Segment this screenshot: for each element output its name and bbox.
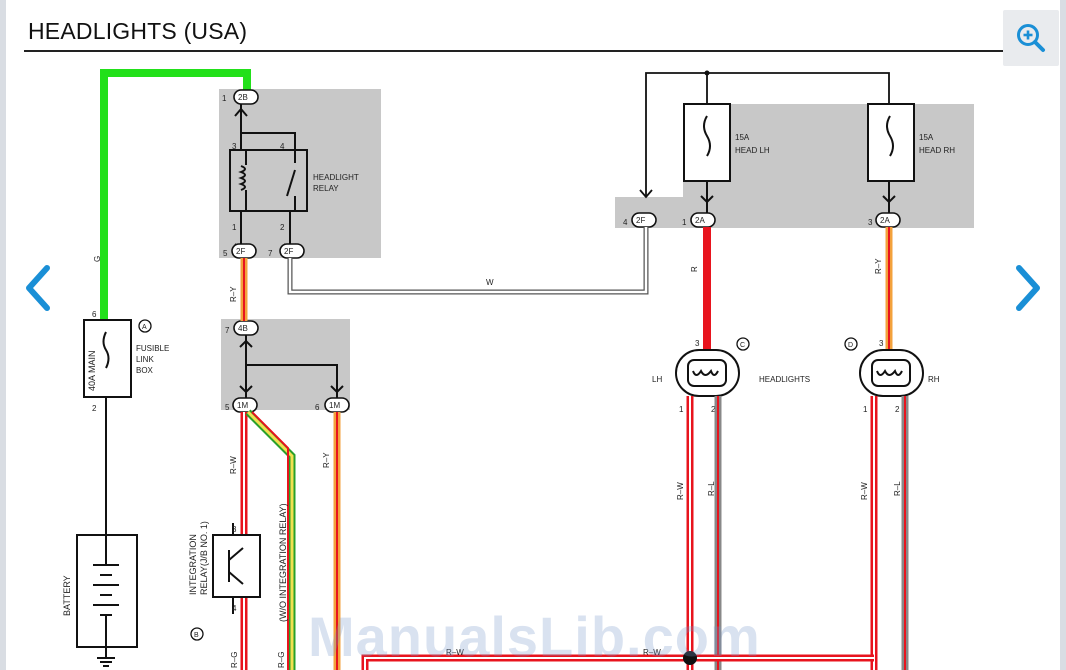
pin-1m-6: 6 xyxy=(315,403,320,412)
integration-relay-label-1: INTEGRATION xyxy=(188,534,198,595)
headlight-lh xyxy=(675,349,740,397)
battery-label: BATTERY xyxy=(62,575,72,616)
junction-internals xyxy=(239,335,344,398)
fusible-link-label-2: LINK xyxy=(136,355,154,364)
wire-code-rw-1: R–W xyxy=(229,456,238,474)
fuse-feed xyxy=(639,72,890,199)
pin-lh-3: 3 xyxy=(695,339,700,348)
next-page-button[interactable] xyxy=(1008,258,1048,318)
wire-code-rl-rh: R–L xyxy=(893,481,902,496)
wire-code-ry-3: R–Y xyxy=(874,258,883,274)
connector-2b-label: 2B xyxy=(238,93,248,102)
connector-2a-3-label: 2A xyxy=(880,216,890,225)
pin-rh-3: 3 xyxy=(879,339,884,348)
connector-4b-label: 4B xyxy=(238,324,248,333)
circle-b-label: B xyxy=(194,632,199,639)
fuse-main-label: 40A MAIN xyxy=(87,350,97,391)
connector-2f-7-label: 2F xyxy=(284,247,293,256)
fuse-lh-label-1: 15A xyxy=(735,133,750,142)
pin-fl-2: 2 xyxy=(92,404,97,413)
splice-point xyxy=(683,651,697,665)
fuse-lh-label-2: HEAD LH xyxy=(735,146,770,155)
wire-code-rw-b1: R–W xyxy=(446,648,464,657)
circle-d-label: D xyxy=(848,342,853,349)
right-edge xyxy=(1060,0,1066,670)
integration-relay-label-2: RELAY(J/B NO. 1) xyxy=(199,521,209,595)
pin-relay-4: 4 xyxy=(280,142,285,151)
fuse-block xyxy=(683,104,974,228)
pin-ir-4: 4 xyxy=(232,604,237,613)
pin-rh-1: 1 xyxy=(863,405,868,414)
wire-code-rw-lh: R–W xyxy=(676,482,685,500)
green-wire xyxy=(100,69,251,322)
wire-code-g: G xyxy=(93,256,102,262)
pin-lh-1: 1 xyxy=(679,405,684,414)
watermark: ManualsLib.com xyxy=(308,605,761,668)
headlight-rh xyxy=(859,349,924,397)
headlight-lh-label: LH xyxy=(652,375,662,384)
wo-integration-relay: (W/O INTEGRATION RELAY) xyxy=(278,503,288,622)
circle-d xyxy=(844,337,858,351)
circle-a-label: A xyxy=(142,324,147,331)
wire-code-rg-2: R–G xyxy=(277,652,286,668)
connector-1m-5-label: 1M xyxy=(237,401,248,410)
chevron-right-icon xyxy=(1016,265,1040,311)
chevron-left-icon xyxy=(26,265,50,311)
pin-2f-5: 5 xyxy=(223,249,228,258)
relay-label-2: RELAY xyxy=(313,184,339,193)
fuse-rh-label-1: 15A xyxy=(919,133,934,142)
fusible-link-label-1: FUSIBLE xyxy=(136,344,169,353)
pin-1m-5: 5 xyxy=(225,403,230,412)
connector-2b xyxy=(233,89,259,105)
pin-relay-1: 1 xyxy=(232,223,237,232)
pin-4b: 7 xyxy=(225,326,230,335)
fusible-link-label-3: BOX xyxy=(136,366,154,375)
wire-code-rg-1: R–G xyxy=(230,652,239,668)
pin-fl-6: 6 xyxy=(92,310,97,319)
page-title: HEADLIGHTS (USA) xyxy=(28,18,248,44)
pin-relay-2: 2 xyxy=(280,223,285,232)
relay-label-1: HEADLIGHT xyxy=(313,173,359,182)
pin-ir-3: 3 xyxy=(232,525,237,534)
wire-code-rw-rh: R–W xyxy=(860,482,869,500)
wire-code-rw-b2: R–W xyxy=(643,648,661,657)
wire-code-w: W xyxy=(486,278,494,287)
pin-rh-2: 2 xyxy=(895,405,900,414)
previous-page-button[interactable] xyxy=(18,258,58,318)
connector-2a-1-label: 2A xyxy=(695,216,705,225)
headlight-rh-label: RH xyxy=(928,375,940,384)
headlights-label: HEADLIGHTS xyxy=(759,375,810,384)
circle-c-label: C xyxy=(740,342,745,349)
zoom-in-icon xyxy=(1017,24,1045,52)
circle-b xyxy=(190,627,204,641)
pin-lh-2: 2 xyxy=(711,405,716,414)
pin-relay-3: 3 xyxy=(232,142,237,151)
circle-c xyxy=(736,337,750,351)
pin-2a-1: 1 xyxy=(682,218,687,227)
pin-2f-7: 7 xyxy=(268,249,273,258)
fuse-head-rh xyxy=(867,103,915,213)
wire-code-rl-lh: R–L xyxy=(707,481,716,496)
integration-relay xyxy=(212,523,261,614)
zoom-button[interactable] xyxy=(1003,10,1059,66)
headlight-relay xyxy=(229,104,308,252)
title-divider xyxy=(24,50,1034,52)
wire-code-r: R xyxy=(690,266,699,272)
fuse-rh-label-2: HEAD RH xyxy=(919,146,955,155)
pin-2b: 1 xyxy=(222,94,227,103)
connector-2f-4-label: 2F xyxy=(636,216,645,225)
circle-a xyxy=(138,319,152,333)
left-edge xyxy=(0,0,6,670)
wire-code-ry-2: R–Y xyxy=(322,452,331,468)
connector-1m-6-label: 1M xyxy=(329,401,340,410)
connector-2f-5-label: 2F xyxy=(236,247,245,256)
fuse-head-lh xyxy=(683,103,731,213)
wire-code-ry-1: R–Y xyxy=(229,286,238,302)
pin-2a-3: 3 xyxy=(868,218,873,227)
pin-2f-4: 4 xyxy=(623,218,628,227)
